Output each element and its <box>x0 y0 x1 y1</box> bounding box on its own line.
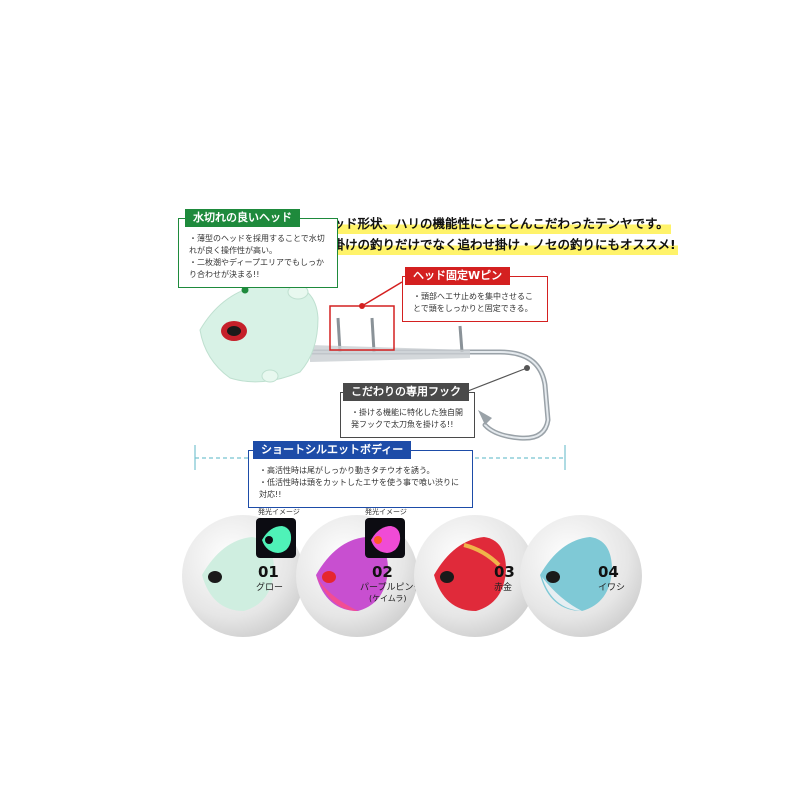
callout-hook-title: こだわりの専用フック <box>343 383 469 401</box>
variant-01-name: グロー <box>256 583 284 593</box>
callout-pin: ヘッド固定Wピン 頭部へエサ止めを集中させることで頭をしっかりと固定できる。 <box>402 267 548 322</box>
variant-02-subname: (ケイムラ) <box>369 594 407 603</box>
callout-body-item: 高活性時は尾がしっかり動きタチウオを誘う。 <box>259 465 464 477</box>
jig-head-red-gold-icon <box>434 537 506 611</box>
callout-head-item: 二枚潮やディープエリアでもしっかり合わせが決まる!! <box>189 257 329 281</box>
callout-head: 水切れの良いヘッド 薄型のヘッドを採用することで水切れが良く操作性が高い。 二枚… <box>178 209 338 288</box>
callout-body-item: 低活性時は頭をカットしたエサを使う事で喰い渋りに対応!! <box>259 477 464 501</box>
variant-04-number: 04 <box>598 563 619 581</box>
headline: ヘッド形状、ハリの機能性にとことんこだわったテンヤです。 即掛けの釣りだけでなく… <box>318 213 738 255</box>
variant-03-name: 赤金 <box>494 583 513 593</box>
variant-02-number: 02 <box>372 563 393 581</box>
variant-04-name: イワシ <box>598 583 626 593</box>
callout-pin-title: ヘッド固定Wピン <box>405 267 511 285</box>
jig-head-icon <box>199 282 319 383</box>
variant-02-name: パープルピンク <box>360 583 423 593</box>
variant-04-swatch <box>520 515 642 637</box>
callout-body: ショートシルエットボディー 高活性時は尾がしっかり動きタチウオを誘う。 低活性時… <box>248 441 473 508</box>
callout-pin-item: 頭部へエサ止めを集中させることで頭をしっかりと固定できる。 <box>413 291 539 315</box>
variant-02-glow-image <box>365 518 405 558</box>
headline-line-2: 即掛けの釣りだけでなく追わせ掛け・ノセの釣りにもオススメ! <box>318 234 678 255</box>
callout-hook: こだわりの専用フック 掛ける機能に特化した独自開発フックで太刀魚を掛ける!! <box>340 383 475 438</box>
callout-body-title: ショートシルエットボディー <box>253 441 412 459</box>
jig-head-sardine-icon <box>540 537 612 611</box>
callout-head-title: 水切れの良いヘッド <box>185 209 300 227</box>
variant-01-glow-image <box>256 518 296 558</box>
variant-01-number: 01 <box>258 563 279 581</box>
hook-icon <box>297 317 551 441</box>
variant-01-glow-label: 発光イメージ <box>258 508 300 516</box>
variant-03-number: 03 <box>494 563 515 581</box>
variant-02-glow-label: 発光イメージ <box>365 508 407 516</box>
callout-hook-item: 掛ける機能に特化した独自開発フックで太刀魚を掛ける!! <box>351 407 466 431</box>
variant-03-swatch <box>414 515 536 637</box>
callout-head-item: 薄型のヘッドを採用することで水切れが良く操作性が高い。 <box>189 233 329 257</box>
headline-line-1: ヘッド形状、ハリの機能性にとことんこだわったテンヤです。 <box>318 213 671 234</box>
